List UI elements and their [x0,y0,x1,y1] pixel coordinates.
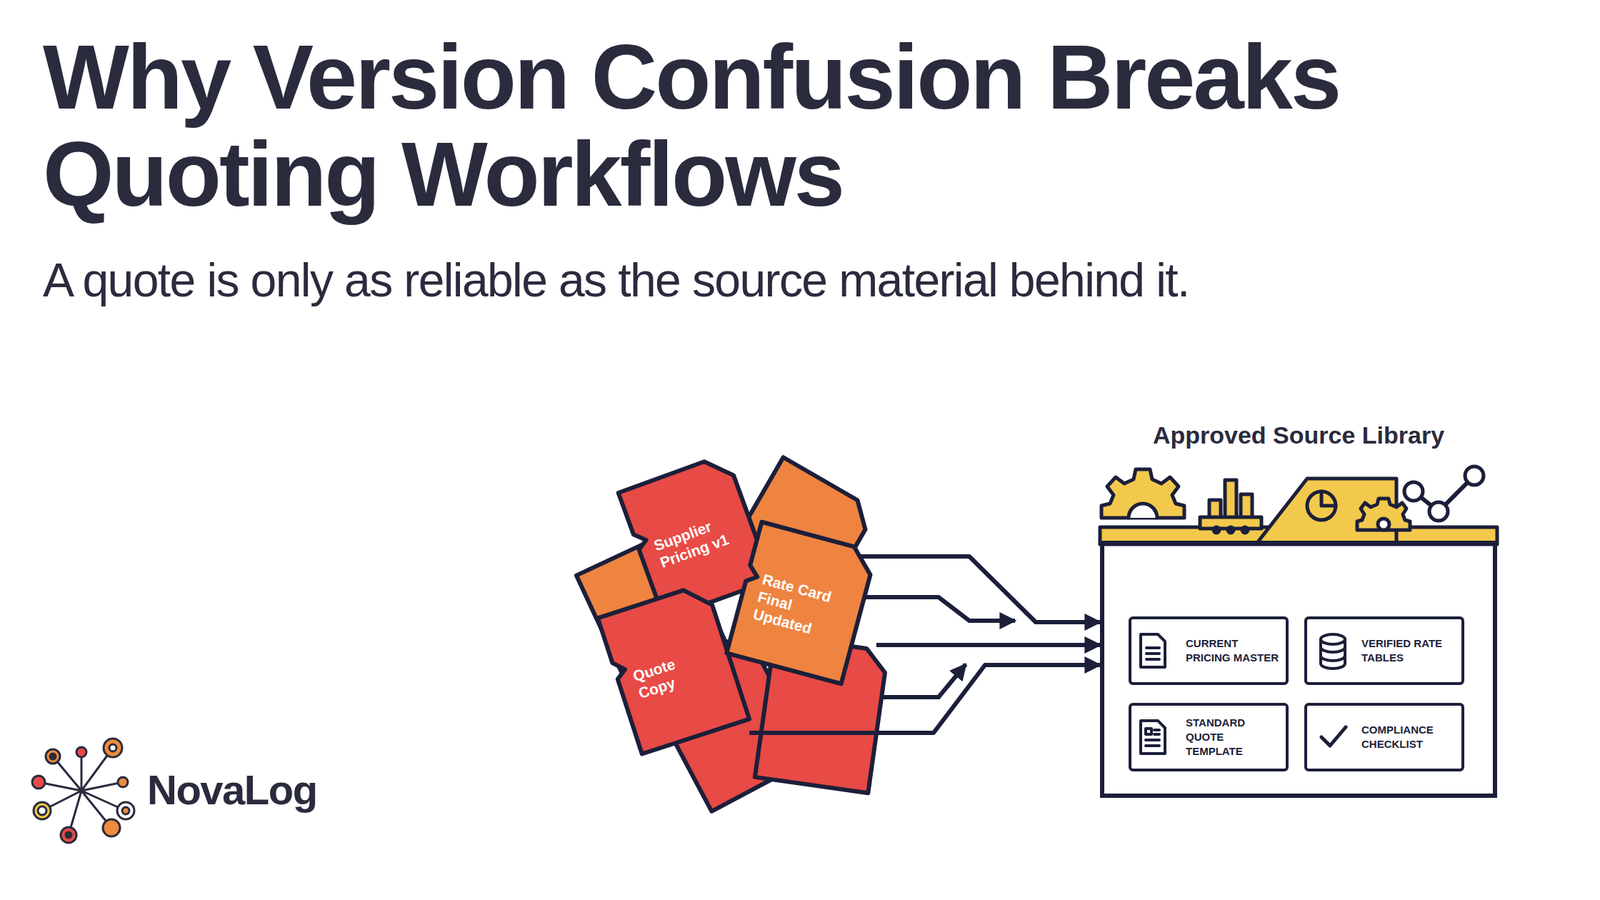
source-tile: COMPLIANCE CHECKLIST [1304,702,1465,772]
dot [1227,527,1234,533]
database-icon [1320,634,1345,669]
node-label: STANDARD QUOTE TEMPLATE [1185,715,1282,759]
source-tile: CURRENT PRICING MASTER [1128,616,1289,685]
source-tile: STANDARD QUOTE TEMPLATE [1128,702,1289,772]
template-icon [1140,720,1165,754]
logo-text: NovaLog [147,765,318,814]
stray-arrow [842,597,1015,621]
node-label: VERIFIED RATE TABLES [1361,636,1458,665]
title: Why Version Confusion Breaks Quoting Wor… [42,28,1458,223]
gear-icon [1101,469,1185,518]
dot [1213,527,1220,533]
bar-chart-icon [1200,480,1262,529]
dot [1242,527,1248,533]
pie-icon [1307,491,1336,520]
node-label: CURRENT PRICING MASTER [1185,636,1282,665]
source-tile: VERIFIED RATE TABLES [1304,616,1465,685]
caption: A quote is only as reliable as the sourc… [42,251,1543,309]
library-frame [1100,540,1498,798]
line-graph-icon [1404,466,1484,521]
panel-heading: Approved Source Library [1100,421,1498,450]
logo-icon [32,738,135,843]
document-card: Quote Copy [597,582,750,754]
flow-arrow [876,642,1100,648]
document-icon [1140,634,1165,668]
check-icon [1321,727,1346,746]
node-label: COMPLIANCE CHECKLIST [1361,722,1458,752]
library-panel: Approved Source LibraryCURRENT PRICING M… [1100,421,1498,798]
gear-icon [1357,498,1410,530]
